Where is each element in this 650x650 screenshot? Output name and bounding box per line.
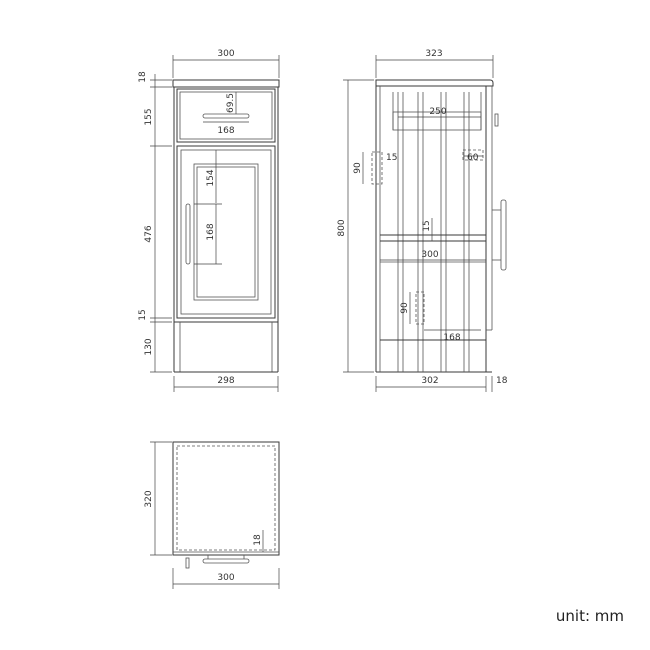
dim-side-door-thickness: 18 (496, 376, 508, 386)
dim-side-depth-top: 323 (425, 49, 442, 59)
dim-front-plinth-height: 130 (144, 338, 154, 355)
dim-plan-width: 300 (217, 573, 234, 583)
plan-handle (202, 558, 250, 564)
side-view: 323 800 250 90 15 60 15 300 90 168 302 (337, 49, 508, 392)
dim-side-shelf-depth: 300 (421, 250, 438, 260)
dim-front-door-gap: 15 (138, 309, 148, 320)
dim-drawer-handle-offset: 69.5 (226, 93, 236, 113)
dim-side-mid-thickness: 15 (422, 220, 432, 231)
plan-inner (176, 445, 276, 551)
dim-side-bracket-gap: 15 (386, 153, 397, 163)
dim-front-door-height: 476 (144, 225, 154, 242)
plan-view: 320 18 300 (144, 441, 280, 589)
side-worktop (375, 79, 494, 87)
dim-front-drawer-height: 155 (144, 108, 154, 125)
dim-plan-door-thickness: 18 (253, 534, 263, 546)
front-door-panel (193, 163, 259, 301)
front-view: 300 298 18 155 476 15 130 69.5 168 154 1… (138, 49, 280, 392)
dim-front-width-top: 300 (217, 49, 234, 59)
hinge (462, 149, 484, 161)
front-drawer (176, 88, 276, 143)
dim-side-depth-bottom: 302 (421, 376, 438, 386)
plan-door-knob (185, 557, 190, 569)
dim-side-lower-handle: 168 (443, 333, 460, 343)
dim-front-top-thickness: 18 (138, 71, 148, 83)
dim-side-drawer-depth: 250 (429, 107, 446, 117)
unit-label: unit: mm (555, 607, 624, 625)
drawer-handle (202, 113, 250, 119)
dim-door-panel-offset: 154 (206, 169, 216, 186)
front-door (176, 145, 276, 319)
dim-drawer-handle-length: 168 (217, 126, 234, 136)
front-worktop (172, 79, 280, 88)
dim-side-bracket-upper: 90 (353, 162, 363, 174)
side-drawer-knob (494, 113, 499, 127)
dim-side-overall-height: 800 (337, 219, 347, 236)
side-door-handle (500, 199, 507, 271)
dim-front-width-bottom: 298 (217, 376, 234, 386)
plan-outline (172, 441, 280, 556)
dim-plan-depth: 320 (144, 490, 154, 507)
dim-side-hinge: 60 (467, 153, 479, 163)
dim-side-bracket-lower: 90 (400, 302, 410, 314)
upper-bracket (371, 151, 383, 185)
front-drawer-inner (179, 91, 273, 140)
dim-door-handle-length: 168 (206, 223, 216, 240)
front-door-panel-inner (196, 166, 256, 298)
front-door-frame (180, 149, 272, 315)
door-handle (185, 203, 191, 265)
